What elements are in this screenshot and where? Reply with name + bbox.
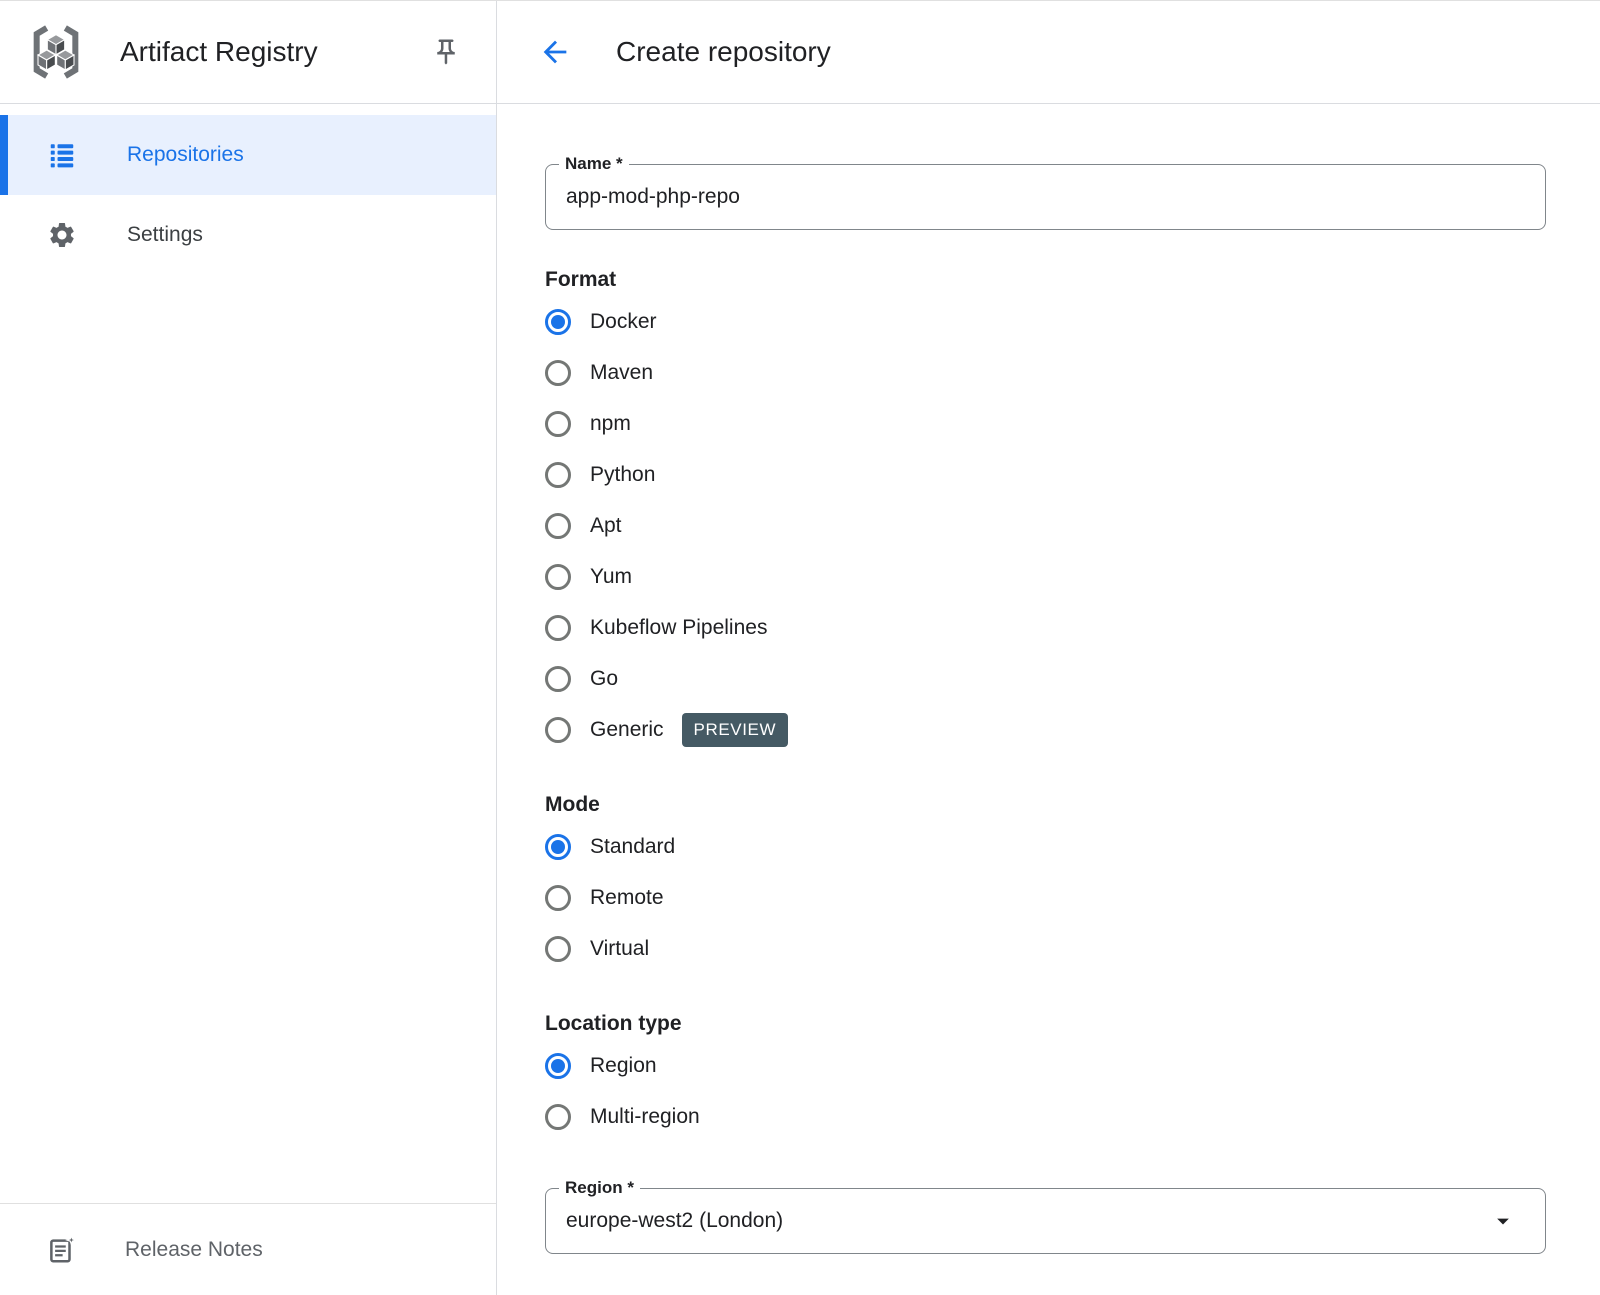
radio-label-kubeflow-pipelines: Kubeflow Pipelines <box>590 615 768 639</box>
radio-unselected-icon[interactable] <box>545 884 571 911</box>
preview-badge: PREVIEW <box>681 712 789 747</box>
region-select[interactable]: Region * europe-west2 (London) <box>545 1177 1546 1254</box>
sidebar-item-repositories[interactable]: Repositories <box>0 115 496 195</box>
radio-unselected-icon[interactable] <box>545 359 571 386</box>
list-icon <box>47 140 77 170</box>
radio-option-npm[interactable]: npm <box>545 398 1546 449</box>
radio-label-virtual: Virtual <box>590 936 650 960</box>
sidebar-item-label: Settings <box>127 223 203 246</box>
radio-label-generic: Generic <box>590 717 664 741</box>
sidebar-title: Artifact Registry <box>120 36 318 67</box>
radio-option-standard[interactable]: Standard <box>545 821 1546 872</box>
radio-unselected-icon[interactable] <box>545 716 571 743</box>
region-field-wrap: Region * europe-west2 (London) <box>545 1177 1546 1254</box>
radio-unselected-icon[interactable] <box>545 563 571 590</box>
radio-unselected-icon[interactable] <box>545 614 571 641</box>
format-section-label: Format <box>545 268 617 291</box>
back-arrow-icon[interactable] <box>538 35 572 69</box>
radio-unselected-icon[interactable] <box>545 461 571 488</box>
radio-label-apt: Apt <box>590 513 622 537</box>
radio-label-maven: Maven <box>590 360 654 384</box>
radio-option-multi-region[interactable]: Multi-region <box>545 1091 1546 1142</box>
radio-label-multi-region: Multi-region <box>590 1104 700 1128</box>
radio-label-region: Region <box>590 1053 657 1077</box>
region-select-value: europe-west2 (London) <box>566 1209 784 1232</box>
radio-label-docker: Docker <box>590 309 657 333</box>
page-title: Create repository <box>616 36 831 67</box>
name-input[interactable] <box>546 165 1545 229</box>
sidebar-item-settings[interactable]: Settings <box>0 195 496 275</box>
radio-option-generic[interactable]: Generic PREVIEW <box>545 704 1546 755</box>
sidebar-nav: Repositories Settings <box>0 104 496 275</box>
main-panel: Create repository Name * Format DockerMa… <box>497 1 1600 1295</box>
radio-option-yum[interactable]: Yum <box>545 551 1546 602</box>
radio-option-maven[interactable]: Maven <box>545 347 1546 398</box>
pin-icon[interactable] <box>430 36 462 68</box>
radio-unselected-icon[interactable] <box>545 410 571 437</box>
name-field-label: Name * <box>559 153 629 175</box>
location-type-section-label: Location type <box>545 1012 682 1035</box>
radio-label-npm: npm <box>590 411 631 435</box>
radio-option-docker[interactable]: Docker <box>545 296 1546 347</box>
radio-option-virtual[interactable]: Virtual <box>545 923 1546 974</box>
radio-selected-icon[interactable] <box>545 833 571 860</box>
sidebar-item-label: Repositories <box>127 143 244 166</box>
radio-option-remote[interactable]: Remote <box>545 872 1546 923</box>
radio-unselected-icon[interactable] <box>545 665 571 692</box>
radio-option-region[interactable]: Region <box>545 1040 1546 1091</box>
radio-unselected-icon[interactable] <box>545 512 571 539</box>
radio-selected-icon[interactable] <box>545 308 571 335</box>
sidebar: Artifact Registry Repositories <box>0 1 497 1295</box>
radio-option-apt[interactable]: Apt <box>545 500 1546 551</box>
name-field: Name * <box>545 153 1546 230</box>
gear-icon <box>47 220 77 250</box>
radio-label-go: Go <box>590 666 619 690</box>
release-notes-link[interactable]: Release Notes <box>0 1233 496 1265</box>
radio-option-kubeflow-pipelines[interactable]: Kubeflow Pipelines <box>545 602 1546 653</box>
mode-section-label: Mode <box>545 793 600 816</box>
radio-selected-icon[interactable] <box>545 1052 571 1079</box>
radio-label-yum: Yum <box>590 564 633 588</box>
radio-label-remote: Remote <box>590 885 664 909</box>
artifact-registry-logo-icon <box>24 20 88 84</box>
radio-option-go[interactable]: Go <box>545 653 1546 704</box>
radio-label-python: Python <box>590 462 656 486</box>
region-field-label: Region * <box>559 1177 640 1199</box>
radio-label-standard: Standard <box>590 834 676 858</box>
page-header: Create repository <box>497 1 1600 104</box>
radio-option-python[interactable]: Python <box>545 449 1546 500</box>
radio-unselected-icon[interactable] <box>545 1103 571 1130</box>
sidebar-header: Artifact Registry <box>0 1 496 104</box>
sidebar-footer: Release Notes <box>0 1203 496 1295</box>
arrow-drop-down-icon <box>1489 1207 1517 1235</box>
release-notes-icon <box>47 1233 78 1265</box>
radio-unselected-icon[interactable] <box>545 935 571 962</box>
release-notes-label: Release Notes <box>125 1237 263 1261</box>
